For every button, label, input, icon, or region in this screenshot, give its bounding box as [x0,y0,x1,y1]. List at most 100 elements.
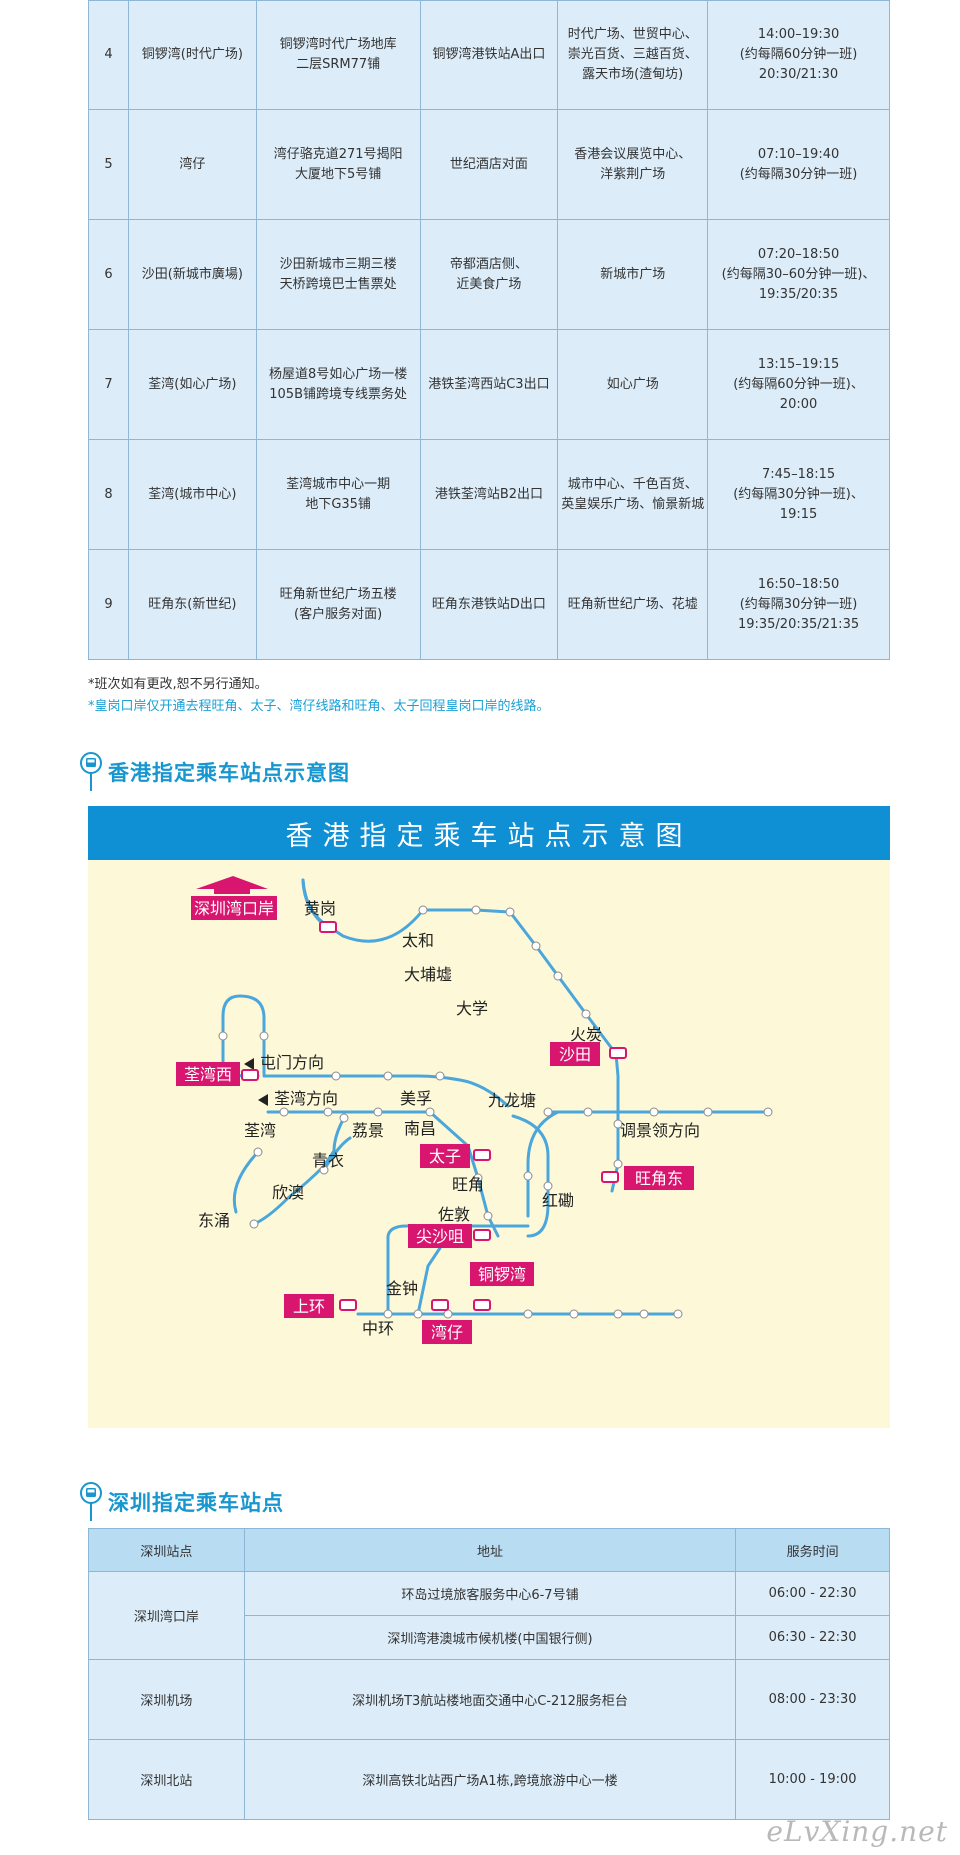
dot [383,1071,393,1081]
arrow-up-icon [196,876,268,894]
cell-number: 8 [88,439,129,550]
label-shenzhen-bay: 深圳湾口岸 [194,899,274,918]
table-row: 深圳湾口岸 环岛过境旅客服务中心6-7号铺 06:00 - 22:30 [88,1571,890,1660]
label-station: 火炭 [570,1025,602,1044]
table-row: 深圳北站 深圳高铁北站西广场A1栋,跨境旅游中心一楼 10:00 - 19:00 [88,1739,890,1820]
label-station: 荃湾 [244,1121,276,1140]
bus-icon [339,1299,357,1311]
label-station: 佐敦 [438,1205,470,1224]
cell-landmark: 帝都酒店侧、 近美食广场 [419,219,559,330]
cell-number: 7 [88,329,129,440]
cell-station: 深圳湾口岸 [88,1571,245,1660]
dot [569,1309,579,1319]
cell-address: 环岛过境旅客服务中心6-7号铺 [243,1571,737,1616]
hk-map-section-title: 香港指定乘车站点示意图 [80,752,350,792]
table-row: 深圳湾港澳城市候机楼(中国银行侧) 06:30 - 22:30 [89,1615,890,1660]
dot [763,1107,773,1117]
dot [613,1119,623,1129]
cell-station: 深圳北站 [88,1739,245,1820]
dot [483,1211,493,1221]
dot [543,1107,553,1117]
bus-icon [609,1047,627,1059]
station-labels: 黄岗 太和 大埔墟 大学 火炭 屯门方向 荃湾方向 美孚 九龙塘 荃湾 荔景 南… [198,899,700,1338]
label-station: 屯门方向 [260,1053,324,1072]
dot [425,1107,435,1117]
cell-hours: 16:50–18:50 (约每隔30分钟一班) 19:35/20:35/21:3… [707,549,890,660]
sz-station-table: 深圳站点 地址 服务时间 深圳湾口岸 环岛过境旅客服务中心6-7号铺 06:00… [88,1528,890,1820]
label-station: 东涌 [198,1211,230,1230]
cell-nearby: 城市中心、千色百货、 英皇娱乐广场、愉景新城 [557,439,709,550]
dot [583,1107,593,1117]
bus-stop-icon [80,752,102,791]
dot [331,1071,341,1081]
dot [218,1031,228,1041]
cell-station: 深圳机场 [88,1659,245,1740]
highlight-labels: 深圳湾口岸 沙田 荃湾西 太子 旺角东 尖沙咀 上环 铜锣湾 湾仔 [176,896,694,1344]
dot [703,1107,713,1117]
bus-icon [431,1299,449,1311]
bus-icon [319,921,337,933]
dot [523,1171,533,1181]
cell-station-name: 沙田(新城市廣場) [127,219,257,330]
cell-station-name: 荃湾(如心广场) [127,329,257,440]
hk-route-map: 香港指定乘车站点示意图 [88,806,890,1428]
dot [253,1147,263,1157]
line-tst [386,1224,530,1316]
cell-hours: 10:00 - 19:00 [735,1739,890,1820]
line-tuen-mun [262,1074,510,1108]
note-huanggang: *皇岗口岸仅开通去程旺角、太子、湾仔线路和旺角、太子回程皇岗口岸的线路。 [88,699,550,714]
label-station: 调景领方向 [620,1121,700,1140]
label-station: 红磡 [542,1191,574,1210]
notes: *班次如有更改,恕不另行通知。 *皇岗口岸仅开通去程旺角、太子、湾仔线路和旺角、… [88,674,550,718]
dot [319,1165,329,1175]
dot [673,1309,683,1319]
dot [613,1309,623,1319]
cell-number: 4 [88,0,129,110]
label-station: 大埔墟 [404,965,452,984]
cell-location: 湾仔骆克道271号揭阳 大厦地下5号铺 [255,109,421,220]
cell-location: 杨屋道8号如心广场一楼 105B铺跨境专线票务处 [255,329,421,440]
label-station: 欣澳 [272,1183,304,1202]
dot [639,1309,649,1319]
label-wan-chai: 湾仔 [431,1323,463,1342]
cell-landmark: 港铁荃湾西站C3出口 [419,329,559,440]
label-station: 美孚 [400,1089,432,1108]
dot [339,1113,349,1123]
line-airport [232,1150,260,1214]
dot [581,1009,591,1019]
bus-icon [473,1149,491,1161]
label-station: 中环 [362,1319,394,1338]
cell-address: 深圳湾港澳城市候机楼(中国银行侧) [243,1615,737,1660]
cell-location: 铜锣湾时代广场地库 二层SRM77铺 [255,0,421,110]
section-title-text: 香港指定乘车站点示意图 [108,761,350,785]
cell-station-name: 铜锣湾(时代广场) [127,0,257,110]
cell-hours: 14:00–19:30 (约每隔60分钟一班) 20:30/21:30 [707,0,890,110]
dot [435,1071,445,1081]
label-sha-tin: 沙田 [559,1045,591,1064]
cell-hours: 06:00 - 22:30 [735,1571,890,1616]
label-causeway-bay: 铜锣湾 [478,1265,526,1284]
label-prince-edward: 太子 [429,1147,461,1166]
table-row: 深圳机场 深圳机场T3航站楼地面交通中心C-212服务柜台 08:00 - 23… [88,1659,890,1740]
dot [249,1219,259,1229]
dot [613,1159,623,1169]
bus-icons [241,921,627,1311]
cell-station-name: 荃湾(城市中心) [127,439,257,550]
dot [473,1173,483,1183]
label-station: 旺角 [452,1175,484,1194]
label-station: 大学 [456,999,488,1018]
cell-station-name: 湾仔 [127,109,257,220]
cell-number: 6 [88,219,129,330]
cell-nearby: 旺角新世纪广场、花墟 [557,549,709,660]
label-station: 黄岗 [304,899,336,918]
bus-icon [473,1229,491,1241]
label-sheung-wan: 上环 [293,1297,325,1316]
dot [649,1107,659,1117]
cell-address: 深圳高铁北站西广场A1栋,跨境旅游中心一楼 [243,1739,737,1820]
line-tung-chung [252,1116,346,1226]
cell-nearby: 如心广场 [557,329,709,440]
